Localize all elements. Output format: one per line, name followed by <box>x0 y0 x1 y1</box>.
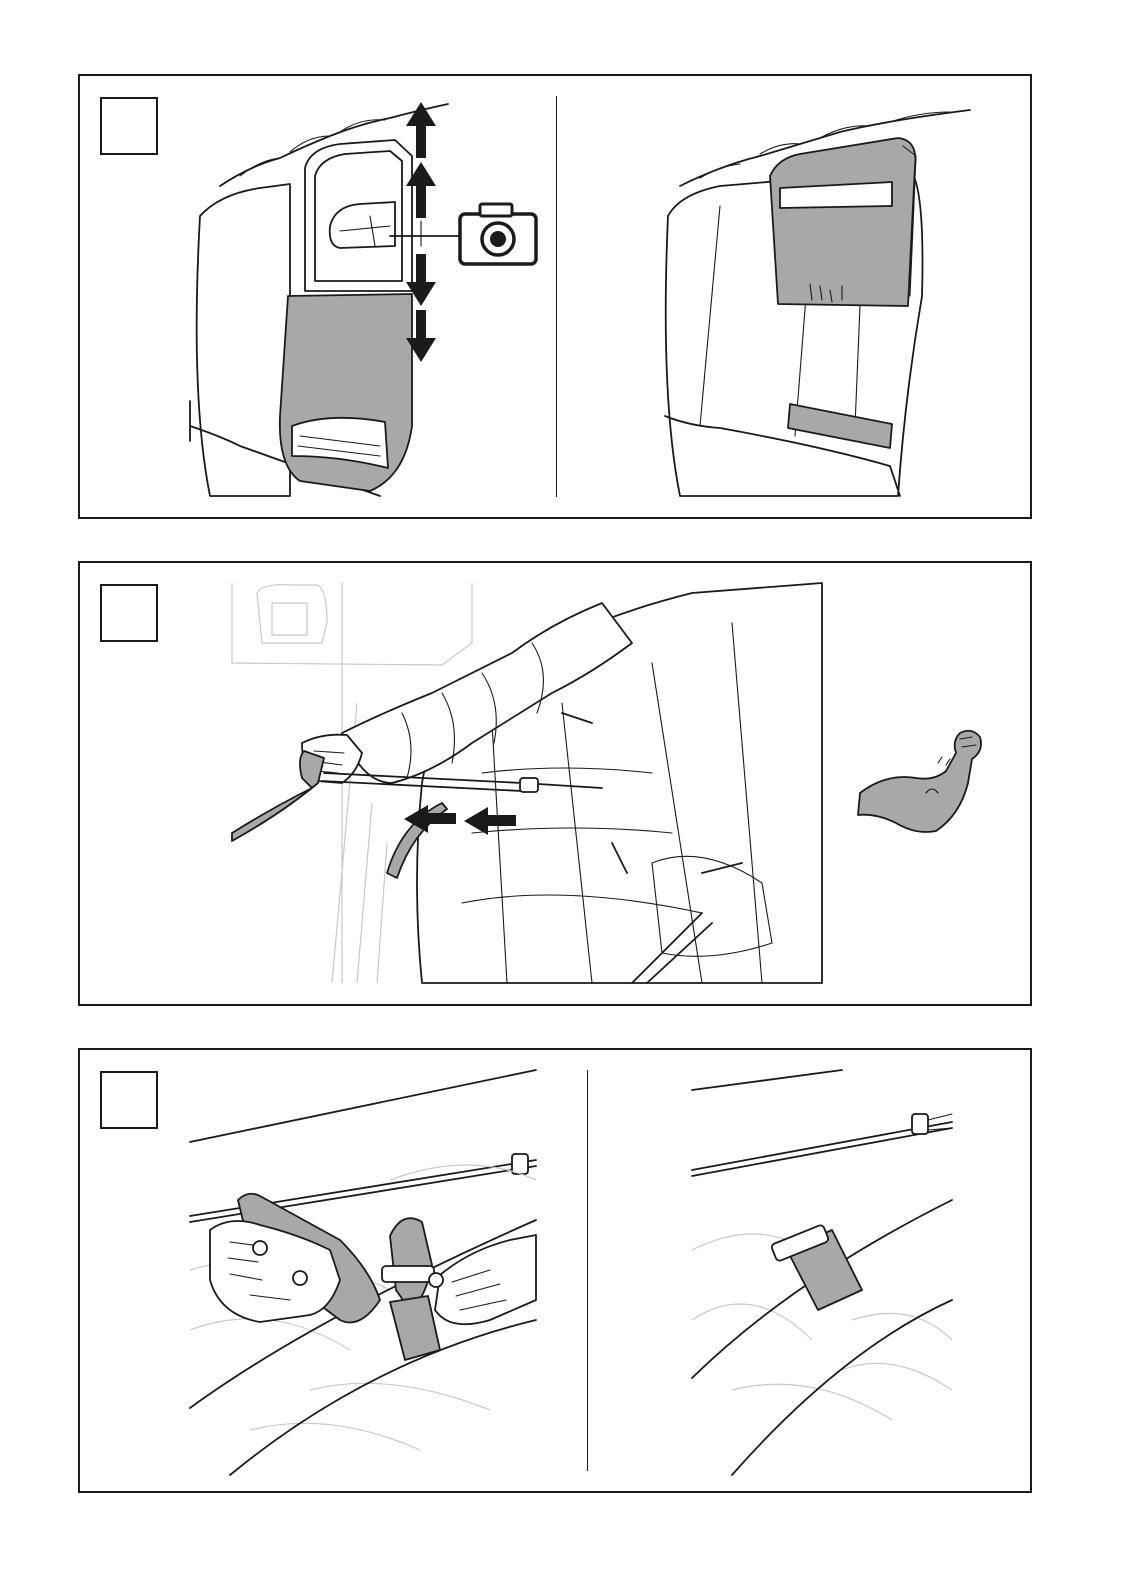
step-number-box <box>100 1071 158 1129</box>
step-number-box <box>100 97 158 155</box>
step-number-box <box>100 584 158 642</box>
seat-pocket-open-illustration <box>180 96 560 501</box>
seat-pocket-closed-illustration <box>660 96 1000 501</box>
strong-arm-icon <box>856 723 986 843</box>
strap-fastened-illustration <box>692 1070 952 1475</box>
instruction-panel-2 <box>78 561 1032 1006</box>
instruction-panel-3 <box>78 1048 1032 1493</box>
view-divider <box>556 96 557 497</box>
up-arrow-icon <box>406 102 436 158</box>
instruction-panel-1 <box>78 74 1032 519</box>
view-divider <box>587 1070 588 1471</box>
camera-icon <box>460 204 536 264</box>
strap-tightening-illustration <box>232 583 822 988</box>
strap-buckling-illustration <box>190 1070 536 1475</box>
